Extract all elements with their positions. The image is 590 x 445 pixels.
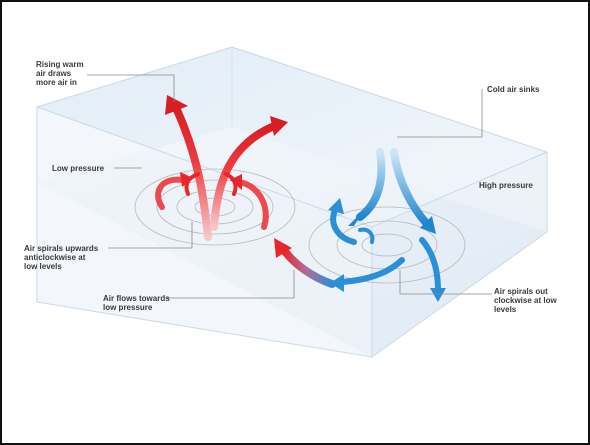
box-top-face	[37, 47, 547, 227]
label-high-pressure: High pressure	[479, 181, 533, 190]
flow-towards-low-arrow-head	[274, 238, 292, 258]
flow-towards-low-arrow	[280, 246, 336, 288]
leader-spirals-upwards	[108, 222, 193, 249]
label-rising-warm-air: Rising warm air draws more air in	[36, 60, 84, 88]
sinking-arrow-right-head	[420, 216, 436, 234]
small-arrow-b	[224, 172, 238, 196]
label-cold-air-sinks: Cold air sinks	[487, 85, 540, 94]
leader-spirals-out	[399, 270, 492, 295]
box-right-wall	[372, 152, 547, 357]
label-low-pressure: Low pressure	[52, 164, 105, 173]
spiral-out-arrow-right-head	[430, 288, 446, 302]
cold-air-arrows	[328, 148, 446, 302]
spiral-arrow-left-head	[180, 172, 193, 187]
label-air-spirals-upwards: Air spirals upwards anticlockwise at low…	[24, 244, 99, 272]
spiral-out-arrow-left	[330, 205, 357, 245]
small-blue-arrow	[358, 227, 375, 244]
leader-rising-warm	[87, 74, 175, 102]
spiral-out-arrow-right	[419, 237, 441, 293]
box-edges	[36, 46, 549, 358]
label-air-flows-towards: Air flows towards low pressure	[103, 294, 170, 313]
leader-lines	[87, 74, 492, 299]
spiral-out-arrow-left-head	[328, 198, 344, 214]
sinking-arrow-left	[356, 148, 386, 221]
spiral-out-arrow-bottom	[339, 257, 405, 285]
rising-arrow-left	[173, 106, 212, 241]
high-pressure-rings	[308, 206, 466, 284]
sinking-arrow-right	[390, 148, 431, 228]
small-arrow-a	[184, 172, 200, 196]
rising-arrow-right-head	[270, 116, 288, 136]
leader-cold-sinks	[397, 89, 483, 138]
rising-arrow-left-head	[165, 95, 188, 115]
inflow-arrow	[274, 238, 336, 288]
spiral-arrow-left	[155, 176, 185, 210]
spiral-arrow-right	[237, 179, 269, 230]
warm-air-arrows	[155, 95, 288, 241]
label-air-spirals-out: Air spirals out clockwise at low levels	[494, 287, 557, 315]
leader-flows-towards	[167, 270, 295, 299]
sinking-arrow-left-head	[348, 210, 364, 226]
spiral-out-arrow-bottom-head	[330, 274, 344, 292]
rising-arrow-right	[210, 123, 276, 231]
